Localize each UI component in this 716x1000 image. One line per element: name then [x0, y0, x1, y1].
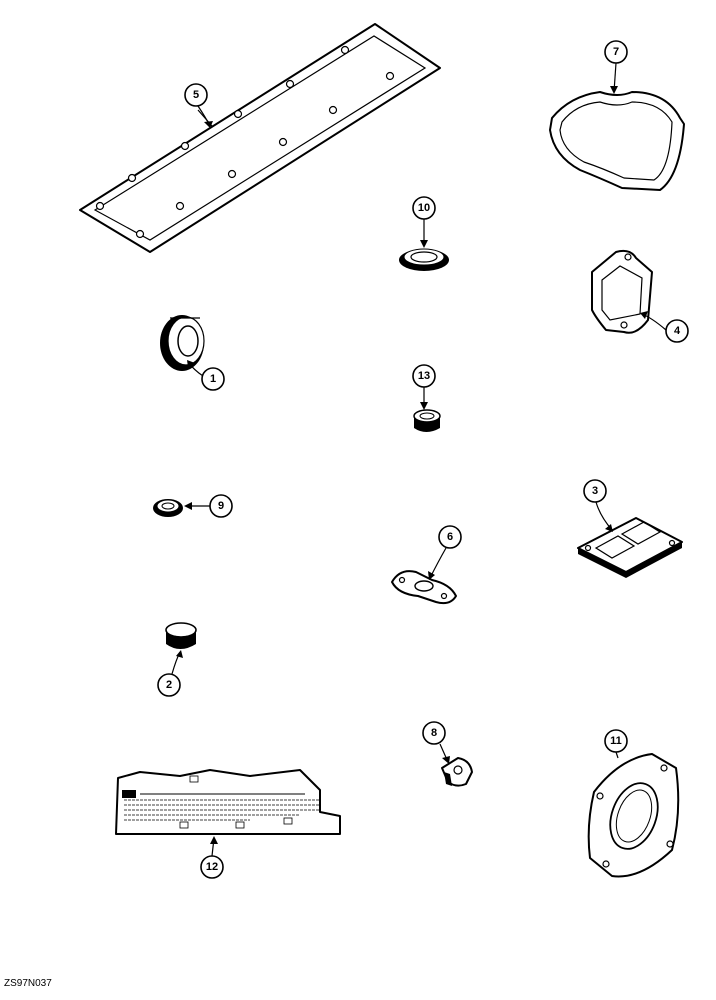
part-12-gauge-card	[115, 769, 341, 835]
part-3-double-port-gasket	[577, 517, 683, 578]
callout-3: 3	[583, 479, 607, 503]
callout-1: 1	[201, 367, 225, 391]
part-2-sleeve	[165, 622, 197, 649]
callout-2-label: 2	[166, 679, 172, 691]
callout-8-label: 8	[431, 727, 437, 739]
part-6-oval-gasket	[391, 570, 457, 605]
callout-10: 10	[412, 196, 436, 220]
part-9-small-seal	[153, 499, 183, 517]
callout-1-label: 1	[210, 373, 216, 385]
part-1-large-seal	[160, 315, 205, 371]
part-7-cover-gasket	[549, 91, 685, 191]
callout-11: 11	[604, 729, 628, 753]
callout-12: 12	[200, 855, 224, 879]
callout-13: 13	[412, 364, 436, 388]
callout-6: 6	[438, 525, 462, 549]
part-12-card-print	[124, 775, 320, 829]
callout-9: 9	[209, 494, 233, 518]
callout-4: 4	[665, 319, 689, 343]
callout-13-label: 13	[418, 370, 430, 382]
leader-lines	[171, 62, 667, 857]
part-10-seal-ring	[399, 248, 449, 271]
callout-12-label: 12	[206, 861, 218, 873]
callout-11-label: 11	[610, 735, 622, 747]
callout-7-label: 7	[613, 46, 619, 58]
callout-3-label: 3	[592, 485, 598, 497]
part-8-clamp	[441, 757, 473, 787]
part-5-long-gasket	[79, 23, 441, 253]
callout-10-label: 10	[418, 202, 430, 214]
callout-5: 5	[184, 83, 208, 107]
callout-4-label: 4	[674, 325, 681, 337]
callout-5-label: 5	[193, 89, 199, 101]
callouts: 5 7 10 4 1 13 9 3	[157, 40, 689, 879]
part-11-manifold-gasket	[587, 753, 680, 878]
part-5-bolt-holes	[95, 45, 395, 239]
callout-9-label: 9	[218, 500, 224, 512]
leader-6	[429, 547, 447, 579]
callout-2: 2	[157, 673, 181, 697]
part-13-plug	[413, 409, 441, 432]
reference-code: ZS97N037	[4, 978, 52, 989]
callout-8: 8	[422, 721, 446, 745]
callout-6-label: 6	[447, 531, 453, 543]
leader-11	[615, 751, 619, 759]
callout-7: 7	[604, 40, 628, 64]
part-4-flange-gasket	[591, 249, 653, 334]
leader-arrowheads	[176, 86, 648, 844]
